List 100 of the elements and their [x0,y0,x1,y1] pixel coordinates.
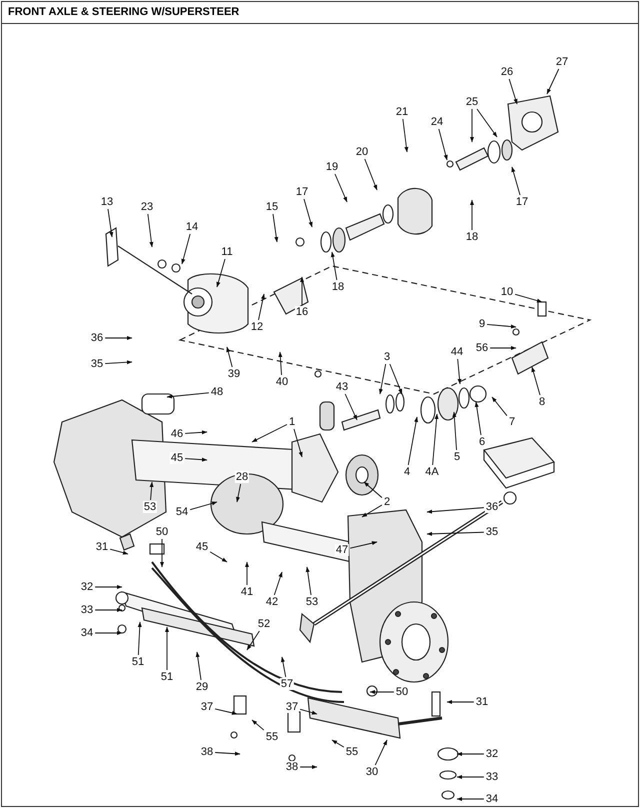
callout-number: 24 [430,116,444,128]
diagram-title: FRONT AXLE & STEERING W/SUPERSTEER [8,6,240,18]
leader-line [94,584,122,590]
leader-line [160,538,164,568]
callout-number: 50 [394,686,410,698]
leader-line [426,507,484,514]
leader-line [456,752,484,756]
callout-number: 2 [382,496,392,508]
leader-line [476,108,498,138]
callout-number: 18 [330,281,346,293]
leader-line [210,551,228,562]
callout-number: 13 [100,196,114,208]
leader-line [362,504,382,518]
leader-line [104,360,132,364]
callout-number: 42 [264,596,280,608]
leader-line [402,118,408,152]
callout-number: 34 [80,627,94,639]
callout-number: 26 [500,66,514,78]
leader-line [164,626,170,670]
leader-line [364,158,378,190]
leader-line [511,166,520,196]
leader-line [370,690,394,694]
leader-line [300,708,318,715]
callout-number: 31 [94,541,110,553]
callout-number: 33 [80,604,94,616]
leader-line [94,630,122,636]
leader-line [438,128,448,160]
callout-number: 15 [264,201,280,213]
callout-number: 5 [452,451,462,463]
callout-number: 8 [538,396,546,408]
leader-line [456,774,484,780]
leader-line [216,258,226,288]
callout-number: 56 [474,342,490,354]
leader-line [236,484,242,502]
callout-number: 6 [478,436,486,448]
callout-number: 21 [394,106,410,118]
callout-number: 48 [210,386,224,398]
callout-number: 29 [194,681,210,693]
callout-number: 44 [450,346,464,358]
callout-number: 17 [514,196,530,208]
callout-number: 33 [484,771,500,783]
leader-line [300,276,304,306]
leader-line [389,364,402,394]
leader-line [490,346,516,350]
leader-line [226,346,233,368]
callout-number: 54 [174,506,190,518]
callout-number: 27 [554,56,570,68]
leader-line [378,364,386,394]
callout-number: 46 [170,428,184,440]
leader-line [190,501,218,510]
leader-line [278,352,282,376]
callout-number: 41 [240,586,254,598]
leader-line [294,428,303,458]
leader-line [364,482,382,498]
callout-number: 1 [288,416,296,428]
leader-line [304,198,313,228]
callout-number: 19 [324,161,340,173]
leader-line [94,608,122,612]
leader-line [508,78,518,104]
callout-number: 47 [334,544,350,556]
callout-number: 16 [294,306,310,318]
leader-line [184,458,208,462]
callout-number: 14 [184,221,200,233]
callout-number: 11 [220,246,234,258]
leader-line [272,214,278,242]
leader-line [446,700,474,704]
callout-number: 7 [508,416,516,428]
leader-line [258,294,265,320]
callout-number: 37 [200,701,214,713]
leader-line [470,200,474,230]
leader-line [300,764,318,770]
callout-number: 40 [274,376,290,388]
callout-number: 55 [264,731,280,743]
callout-number: 51 [160,671,174,683]
leader-line [456,796,484,802]
leader-line [408,416,418,466]
leader-line [181,234,191,264]
callout-number: 55 [344,746,360,758]
leader-line [306,566,312,596]
callout-number: 17 [294,186,310,198]
callout-number: 34 [484,793,500,805]
callout-number: 9 [478,318,486,330]
leader-line [546,68,560,94]
callout-number: 39 [226,368,242,380]
callout-number: 4A [424,466,440,478]
callout-number: 52 [256,618,272,630]
callout-number: 35 [484,526,500,538]
leader-line [214,752,240,756]
leader-line [332,740,344,748]
callout-number: 57 [280,678,294,690]
callout-number: 36 [90,332,104,344]
callout-number: 31 [474,696,490,708]
callout-number: 3 [382,351,392,363]
leader-line [252,720,264,731]
leader-line [470,108,474,142]
callout-number: 10 [500,286,514,298]
leader-line [474,402,482,436]
callout-number: 18 [464,231,480,243]
callout-number: 20 [354,146,370,158]
callout-number: 38 [284,761,300,773]
